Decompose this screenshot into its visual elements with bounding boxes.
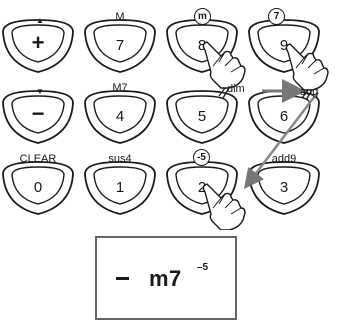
up-arrow-icon: ▲: [36, 16, 44, 25]
arrow-diagonal: [243, 91, 319, 189]
label-aug: aug: [300, 86, 319, 98]
key-label: 7: [116, 37, 124, 54]
label-sus4: sus4: [108, 153, 132, 165]
pressing-hand-icon-9: [285, 43, 329, 101]
label-add9: add9: [271, 153, 297, 165]
key-label: 6: [280, 108, 288, 125]
label-dim: dim: [227, 83, 245, 95]
key-label: 1: [116, 179, 124, 196]
key-8[interactable]: 6: [248, 90, 320, 144]
label-clear: CLEAR: [19, 153, 57, 165]
label-major: M: [115, 11, 125, 23]
flat-five-badge: -5: [193, 149, 210, 166]
key-label: 5: [198, 108, 206, 125]
key-10[interactable]: 1: [84, 161, 156, 215]
key-9[interactable]: 0: [2, 161, 74, 215]
key-label: 0: [34, 179, 42, 196]
seventh-badge: 7: [268, 8, 285, 25]
key-6[interactable]: 4: [84, 90, 156, 144]
keypad: +7 8 9 − 4 5 6 0 1 2 3: [2, 19, 329, 230]
display-superscript: –5: [197, 262, 209, 273]
display-dash-segment: [116, 277, 129, 280]
chord-display: m7 –5: [95, 236, 237, 320]
display-chord-text: m7: [149, 266, 182, 291]
pressing-hand-icon-2: [202, 183, 246, 230]
minor-badge: m: [194, 8, 211, 25]
down-arrow-icon: ▼: [36, 87, 44, 96]
key-12[interactable]: 3: [248, 161, 320, 215]
label-major7: M7: [112, 82, 128, 94]
key-label: +: [32, 30, 45, 55]
key-label: 9: [280, 37, 288, 54]
key-label: −: [32, 101, 45, 126]
key-label: 3: [280, 179, 288, 196]
key-7[interactable]: 5: [166, 90, 238, 144]
key-5[interactable]: −: [2, 90, 74, 144]
pressing-hand-icon-8: [202, 41, 246, 99]
key-1[interactable]: +: [2, 19, 74, 73]
key-2[interactable]: 7: [84, 19, 156, 73]
key-label: 4: [116, 108, 124, 125]
key-label: 2: [198, 179, 206, 196]
key-label: 8: [198, 37, 206, 54]
